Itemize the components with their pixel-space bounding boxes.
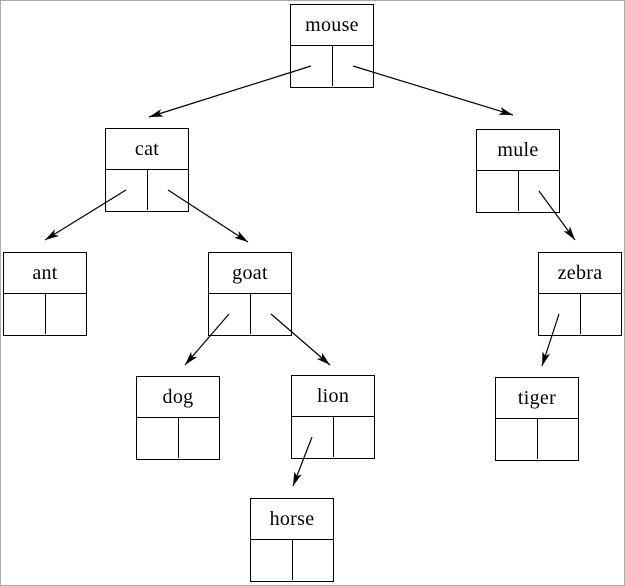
node-mouse-label: mouse <box>291 5 373 46</box>
node-lion-left-pointer-cell <box>292 417 334 457</box>
node-ant-label: ant <box>4 253 86 294</box>
node-lion-pointer-cells <box>292 417 374 457</box>
node-mule: mule <box>476 129 560 213</box>
node-horse-left-pointer-cell <box>251 540 293 580</box>
node-mouse-left-pointer-cell <box>291 46 333 86</box>
node-mule-left-pointer-cell <box>477 171 519 211</box>
node-mule-pointer-cells <box>477 171 559 211</box>
node-goat: goat <box>208 252 292 336</box>
node-horse-pointer-cells <box>251 540 333 580</box>
node-goat-left-pointer-cell <box>209 294 251 334</box>
node-zebra-left-pointer-cell <box>539 294 581 334</box>
node-cat: cat <box>105 128 189 212</box>
node-cat-pointer-cells <box>106 170 188 210</box>
node-horse: horse <box>250 498 334 582</box>
node-dog-left-pointer-cell <box>137 418 179 458</box>
node-tiger-left-pointer-cell <box>496 419 538 459</box>
node-goat-pointer-cells <box>209 294 291 334</box>
node-zebra: zebra <box>538 252 622 336</box>
node-lion: lion <box>291 375 375 459</box>
node-ant-right-pointer-cell <box>46 294 87 334</box>
node-mule-label: mule <box>477 130 559 171</box>
node-tiger: tiger <box>495 377 579 461</box>
node-lion-label: lion <box>292 376 374 417</box>
node-ant-pointer-cells <box>4 294 86 334</box>
node-mule-right-pointer-cell <box>519 171 560 211</box>
node-zebra-pointer-cells <box>539 294 621 334</box>
node-mouse-right-pointer-cell <box>333 46 374 86</box>
node-horse-right-pointer-cell <box>293 540 334 580</box>
node-mouse-pointer-cells <box>291 46 373 86</box>
node-dog-right-pointer-cell <box>179 418 220 458</box>
node-cat-label: cat <box>106 129 188 170</box>
node-lion-right-pointer-cell <box>334 417 375 457</box>
node-goat-right-pointer-cell <box>251 294 292 334</box>
node-goat-label: goat <box>209 253 291 294</box>
node-ant: ant <box>3 252 87 336</box>
node-dog: dog <box>136 376 220 460</box>
node-tiger-right-pointer-cell <box>538 419 579 459</box>
node-cat-left-pointer-cell <box>106 170 148 210</box>
node-dog-pointer-cells <box>137 418 219 458</box>
node-ant-left-pointer-cell <box>4 294 46 334</box>
node-cat-right-pointer-cell <box>148 170 189 210</box>
node-dog-label: dog <box>137 377 219 418</box>
node-tiger-pointer-cells <box>496 419 578 459</box>
node-zebra-right-pointer-cell <box>581 294 622 334</box>
node-mouse: mouse <box>290 4 374 88</box>
node-tiger-label: tiger <box>496 378 578 419</box>
node-zebra-label: zebra <box>539 253 621 294</box>
node-horse-label: horse <box>251 499 333 540</box>
